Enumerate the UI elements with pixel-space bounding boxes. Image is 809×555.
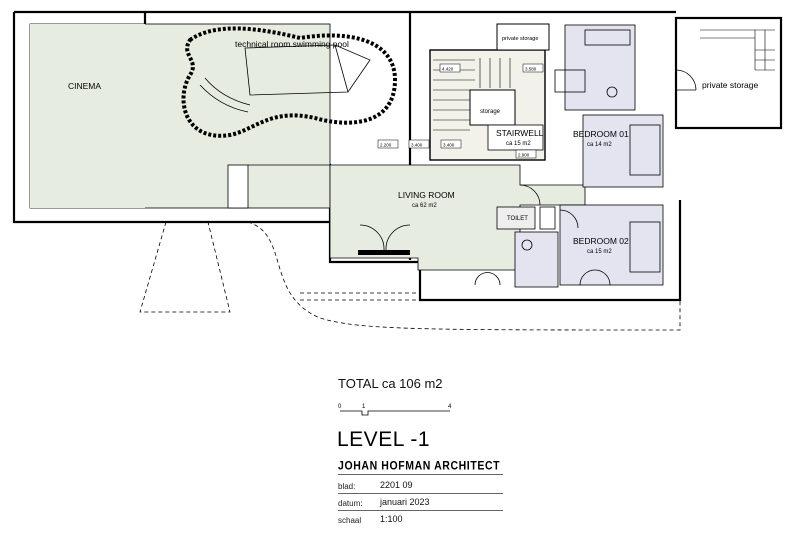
schaal-label: schaal [338, 516, 362, 525]
bedroom02-area: ca 15 m2 [587, 249, 612, 255]
fixtures [496, 29, 661, 273]
private-storage-stairs [700, 29, 775, 71]
level-tag-3: 2.200 [380, 143, 392, 148]
bedroom02-label: BEDROOM 02 [573, 236, 629, 246]
column-pair [227, 164, 249, 209]
blad-value: 2201 09 [380, 480, 413, 490]
title-divider [338, 493, 503, 494]
scale-bar: 0 1 4 [338, 404, 452, 416]
private-storage-right-label: private storage [702, 80, 758, 90]
doors [359, 69, 697, 286]
bedroom01-area: ca 14 m2 [587, 142, 612, 148]
bathroom-01-fill [564, 24, 636, 111]
terrace-door-sill [358, 250, 410, 255]
datum-value: januari 2023 [380, 497, 430, 507]
total-area: TOTAL ca 106 m2 [338, 376, 443, 391]
title-divider [338, 474, 503, 475]
terrace-outline [139, 221, 681, 331]
private-storage-top-box [496, 23, 550, 51]
living-room-label: LIVING ROOM [398, 190, 455, 200]
cinema-label: CINEMA [68, 81, 101, 91]
level-title: LEVEL -1 [337, 428, 431, 451]
schaal-value: 1:100 [380, 514, 403, 524]
level-tag-2: 3.580 [525, 67, 537, 72]
living-room-area: ca 62 m2 [412, 203, 437, 209]
stairwell-label: STAIRWELL [496, 128, 544, 138]
scale-tick-0: 0 [338, 404, 342, 410]
title-divider [338, 510, 503, 511]
stairwell-area: ca 15 m2 [506, 141, 531, 147]
bedroom01-label: BEDROOM 01 [573, 129, 629, 139]
private-storage-top-label: private storage [502, 36, 538, 42]
blad-label: blad: [338, 482, 356, 491]
scale-tick-4: 4 [448, 404, 452, 410]
storage-label: storage [480, 109, 501, 115]
level-tag-6: 2.900 [518, 153, 530, 158]
level-tags: 4.420 3.580 2.200 3.400 3.400 2.900 [377, 63, 544, 159]
datum-label: datum: [338, 499, 363, 508]
bathroom-02-fill [514, 231, 559, 288]
scale-tick-1: 1 [362, 404, 366, 410]
pool-label: technical room swimming pool [235, 39, 349, 49]
toilet-label: TOILET [507, 216, 528, 222]
architect-name: JOHAN HOFMAN ARCHITECT [338, 459, 501, 473]
level-tag-1: 4.420 [442, 67, 454, 72]
bedroom-01-fill [582, 114, 664, 188]
pool [181, 26, 398, 138]
level-tag-5: 3.400 [443, 143, 455, 148]
level-tag-4: 3.400 [411, 143, 423, 148]
